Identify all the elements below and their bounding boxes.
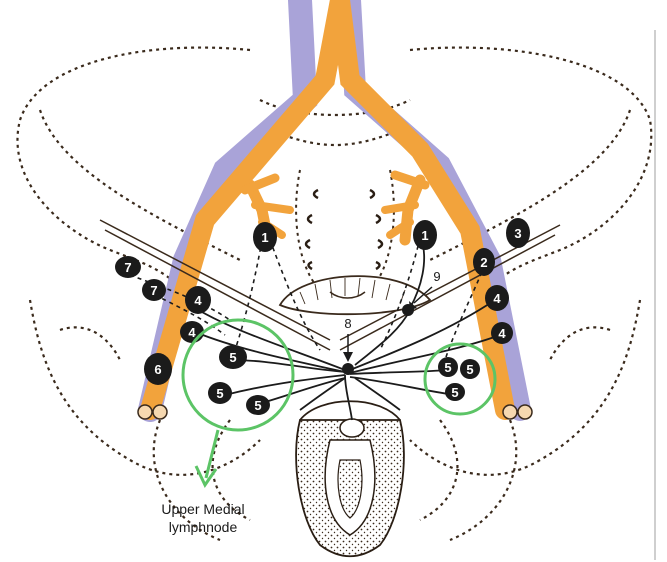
highlight-arrow	[196, 430, 218, 485]
lymph-node-4: 4	[185, 286, 211, 314]
lymph-node-label: 4	[493, 291, 501, 306]
lymph-node-label: 4	[194, 293, 202, 308]
lymph-node-5: 5	[246, 395, 270, 415]
lymph-node-1: 1	[253, 222, 277, 252]
lymph-node-label: 1	[261, 230, 268, 245]
lymph-node-5: 5	[219, 345, 247, 369]
lymph-node-label: 5	[444, 360, 451, 375]
lymph-node-label: 4	[498, 326, 506, 341]
lymph-node-label: 2	[480, 255, 487, 270]
marker-8: 8	[342, 316, 354, 375]
lymph-node-3: 3	[506, 218, 530, 248]
lymph-node-7: 7	[142, 279, 166, 301]
lymph-node-label: 6	[154, 362, 161, 377]
lymph-node-5: 5	[445, 383, 465, 401]
lymph-node-9	[402, 304, 414, 316]
vulva	[296, 401, 404, 556]
lymph-node-label: 7	[124, 260, 131, 275]
lymph-node-label: 5	[254, 398, 261, 413]
lymph-node-4: 4	[180, 321, 204, 343]
lymph-node-1: 1	[413, 220, 437, 250]
highlight-circle-right	[425, 344, 495, 414]
sacrum-outline	[296, 170, 394, 290]
lymph-node-8	[342, 363, 354, 375]
lymph-node-2: 2	[473, 248, 495, 276]
lymph-node-label: 4	[188, 325, 196, 340]
lymph-node-label: 5	[466, 362, 473, 377]
caption-line-1: Upper Medial	[138, 500, 268, 518]
sacral-foramina	[306, 190, 382, 269]
marker-label: 8	[344, 316, 351, 331]
lymph-node-label: 5	[216, 386, 223, 401]
lymph-node-5: 5	[438, 357, 458, 377]
lymph-node-4: 4	[491, 322, 513, 344]
caption-line-2: lymphnode	[138, 518, 268, 536]
lymph-node-6: 6	[144, 353, 172, 385]
lymph-node-label: 5	[451, 385, 458, 400]
lymph-node-5: 5	[208, 382, 232, 404]
upper-medial-lymphnode-caption: Upper Medial lymphnode	[138, 500, 268, 536]
lymph-node-label: 5	[229, 350, 236, 365]
lymph-node-label: 3	[514, 226, 521, 241]
lymph-node-4: 4	[485, 285, 509, 311]
lymph-node-label: 7	[150, 283, 157, 298]
marker-label: 9	[433, 269, 440, 284]
lymph-node-5: 5	[460, 359, 480, 379]
highlight-circle-left	[183, 320, 293, 430]
lymph-node-7: 7	[115, 256, 141, 278]
lymph-node-label: 1	[421, 228, 428, 243]
